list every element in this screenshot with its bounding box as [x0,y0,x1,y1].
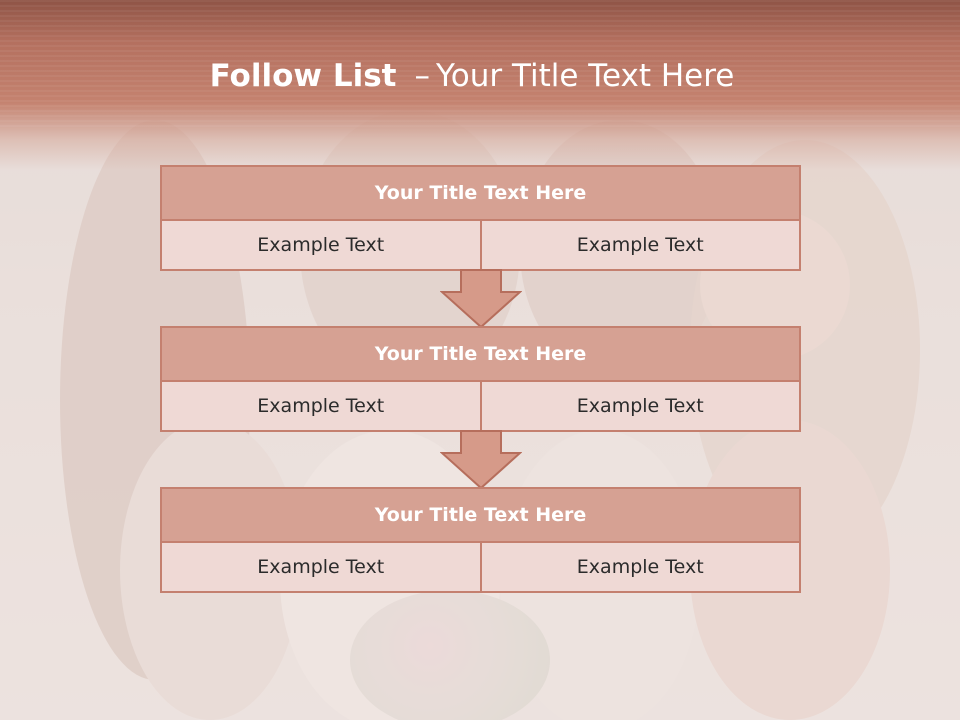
list-block-3: Your Title Text Here Example Text Exampl… [160,487,801,593]
down-arrow-icon [440,269,522,329]
cell-text: Example Text [576,556,704,578]
down-arrow-icon [440,430,522,490]
block-row: Example Text Example Text [160,221,801,271]
block-cell-right[interactable]: Example Text [481,221,801,271]
block-cell-left[interactable]: Example Text [160,221,482,271]
block-cell-right[interactable]: Example Text [481,543,801,593]
block-row: Example Text Example Text [160,543,801,593]
header-band [0,0,960,170]
block-title-box[interactable]: Your Title Text Here [160,326,801,382]
block-row: Example Text Example Text [160,382,801,432]
block-title: Your Title Text Here [374,182,587,204]
block-cell-right[interactable]: Example Text [481,382,801,432]
cell-text: Example Text [576,395,704,417]
cell-text: Example Text [257,556,385,578]
slide-title-bold: Follow List [209,58,397,94]
block-title-box[interactable]: Your Title Text Here [160,165,801,221]
slide-title-rest: Your Title Text Here [435,58,735,94]
cell-text: Example Text [257,395,385,417]
slide-title[interactable]: Follow List–Your Title Text Here [0,56,944,96]
list-block-1: Your Title Text Here Example Text Exampl… [160,165,801,271]
cell-text: Example Text [576,234,704,256]
block-title-box[interactable]: Your Title Text Here [160,487,801,543]
block-cell-left[interactable]: Example Text [160,382,482,432]
cell-text: Example Text [257,234,385,256]
list-block-2: Your Title Text Here Example Text Exampl… [160,326,801,432]
block-title: Your Title Text Here [374,343,587,365]
block-cell-left[interactable]: Example Text [160,543,482,593]
header-stripes [0,0,960,130]
slide-title-dash: – [414,58,430,94]
block-title: Your Title Text Here [374,504,587,526]
